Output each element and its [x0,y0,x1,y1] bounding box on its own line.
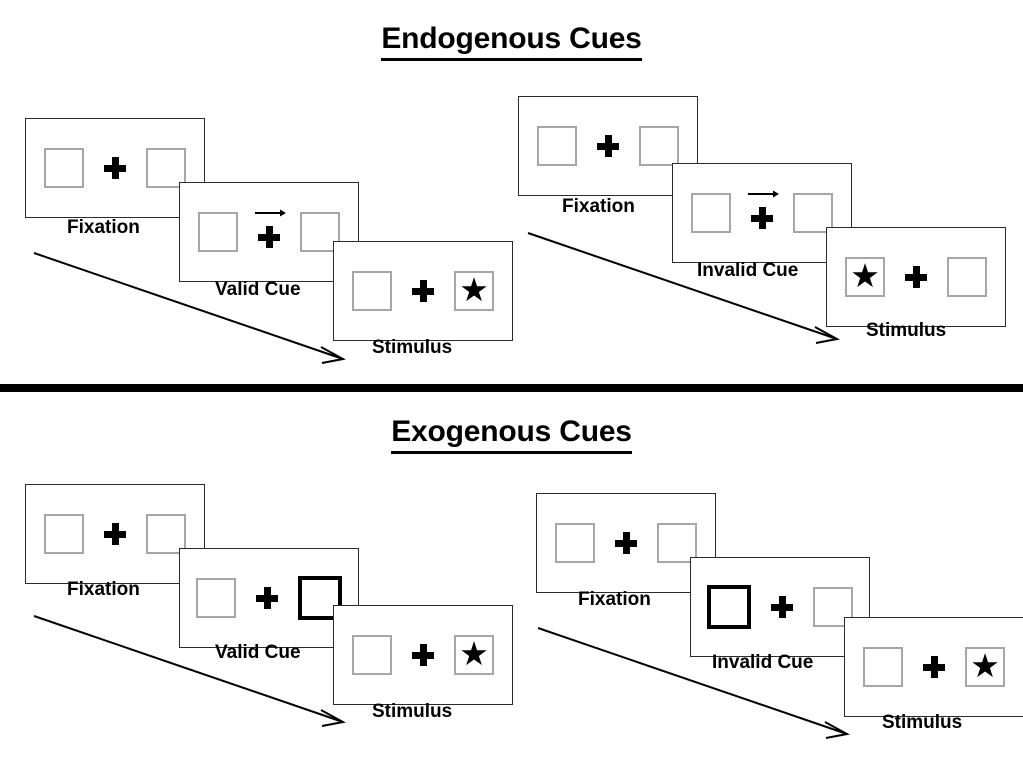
left-box [691,193,731,233]
fixation-cross-icon [104,157,126,179]
caption-endogenous-invalid-stimulus: Stimulus [866,320,947,341]
caption-exogenous-valid-fixation: Fixation [67,579,140,600]
left-box [863,647,903,687]
fixation-cross-icon [104,523,126,545]
center-stack [591,124,625,168]
left-box [196,578,236,618]
caption-exogenous-invalid-fixation: Fixation [578,589,651,610]
caption-exogenous-invalid-cue: Invalid Cue [712,652,814,673]
fixation-cross-icon [258,226,280,248]
right-box-with-target: ★ [965,647,1005,687]
left-box [555,523,595,563]
center-stack [745,190,779,235]
star-icon: ★ [850,257,880,294]
fixation-cross-icon [597,135,619,157]
left-box [44,514,84,554]
panel-exogenous-invalid-fixation [536,493,716,593]
caption-exogenous-valid-stimulus: Stimulus [372,701,453,722]
center-stack [406,269,440,313]
right-box-with-target: ★ [454,635,494,675]
section-title-endogenous-text: Endogenous Cues [381,22,642,61]
right-box-with-target: ★ [454,271,494,311]
center-stack [98,512,132,556]
fixation-cross-icon [412,644,434,666]
star-icon: ★ [459,635,489,672]
panel-endogenous-invalid-fixation [518,96,698,196]
panel-endogenous-valid-stimulus: ★ [333,241,513,341]
fixation-cross-icon [771,596,793,618]
left-box-with-target: ★ [845,257,885,297]
right-box [947,257,987,297]
panel-exogenous-invalid-cue [690,557,870,657]
panel-exogenous-valid-cue [179,548,359,648]
panel-exogenous-valid-fixation [25,484,205,584]
panel-endogenous-valid-cue [179,182,359,282]
center-stack [98,146,132,190]
right-box [146,514,186,554]
right-box [146,148,186,188]
center-stack [406,633,440,677]
caption-endogenous-valid-stimulus: Stimulus [372,337,453,358]
caption-exogenous-invalid-stimulus: Stimulus [882,712,963,733]
center-stack [917,645,951,689]
section-divider [0,384,1023,392]
center-stack [765,585,799,629]
star-icon: ★ [459,271,489,308]
panel-exogenous-invalid-stimulus: ★ [844,617,1023,717]
caption-endogenous-invalid-fixation: Fixation [562,196,635,217]
panel-endogenous-invalid-stimulus: ★ [826,227,1006,327]
caption-endogenous-invalid-cue: Invalid Cue [697,260,799,281]
caption-endogenous-valid-fixation: Fixation [67,217,140,238]
section-title-endogenous: Endogenous Cues [0,22,1023,61]
left-box [44,148,84,188]
section-title-exogenous-text: Exogenous Cues [391,415,632,454]
center-stack [609,521,643,565]
caption-exogenous-valid-cue: Valid Cue [215,642,301,663]
caption-endogenous-valid-cue: Valid Cue [215,279,301,300]
left-box [537,126,577,166]
center-stack [250,576,284,620]
center-stack [899,255,933,299]
right-arrow-cue-icon [748,190,779,198]
star-icon: ★ [970,647,1000,684]
section-title-exogenous: Exogenous Cues [0,415,1023,454]
fixation-cross-icon [751,207,773,229]
panel-endogenous-valid-fixation [25,118,205,218]
fixation-cross-icon [412,280,434,302]
right-arrow-cue-icon [255,209,286,217]
right-box [639,126,679,166]
panel-endogenous-invalid-cue [672,163,852,263]
fixation-cross-icon [923,656,945,678]
right-box [793,193,833,233]
fixation-cross-icon [256,587,278,609]
right-box [657,523,697,563]
panel-exogenous-valid-stimulus: ★ [333,605,513,705]
left-box [352,271,392,311]
fixation-cross-icon [905,266,927,288]
left-box [352,635,392,675]
left-box-cued [707,585,751,629]
left-box [198,212,238,252]
center-stack [252,209,286,254]
fixation-cross-icon [615,532,637,554]
